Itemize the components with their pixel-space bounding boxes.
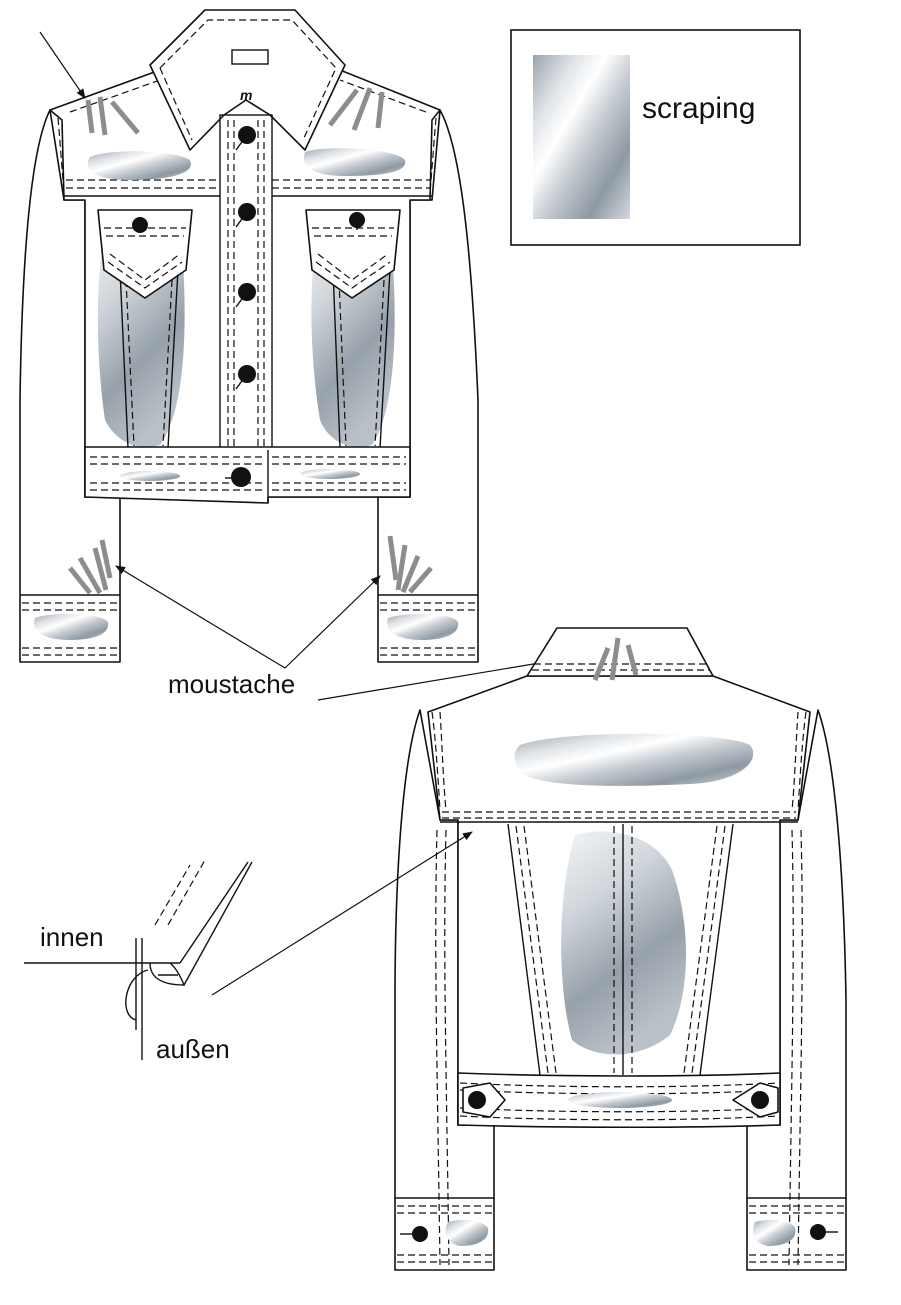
scraping-area-right-cuff	[387, 613, 459, 640]
moustache-marks-back	[592, 637, 639, 681]
front-collar	[149, 9, 346, 151]
back-view-jacket	[211, 627, 847, 1271]
front-buttons	[235, 126, 256, 390]
front-view-jacket: m	[19, 9, 479, 669]
collar-mark-label: m	[240, 87, 252, 103]
label-aussen: außen	[156, 1034, 230, 1064]
front-left-sleeve	[19, 109, 121, 663]
scraping-area-left-chest	[87, 151, 192, 180]
scraping-area-left-cuff	[34, 613, 109, 640]
front-left-cuff	[20, 594, 120, 656]
front-right-pocket-flap	[305, 209, 401, 299]
legend-box: scraping	[510, 29, 801, 246]
scraping-area-back-right-cuff	[753, 1220, 796, 1246]
moustache-marks-front	[68, 87, 433, 595]
front-left-pocket-flap	[97, 209, 193, 299]
scraping-area-back-yoke	[514, 733, 754, 786]
seam-detail: innen außen	[24, 859, 253, 1064]
back-collar	[526, 627, 714, 677]
moustache-label: moustache	[168, 669, 295, 699]
scraping-area-right-chest	[303, 148, 406, 176]
legend-label-scraping: scraping	[642, 92, 755, 125]
front-right-cuff	[378, 594, 478, 656]
label-innen: innen	[40, 922, 104, 952]
legend-scraping-swatch	[533, 55, 630, 219]
scraping-area-back-left-cuff	[445, 1220, 489, 1246]
